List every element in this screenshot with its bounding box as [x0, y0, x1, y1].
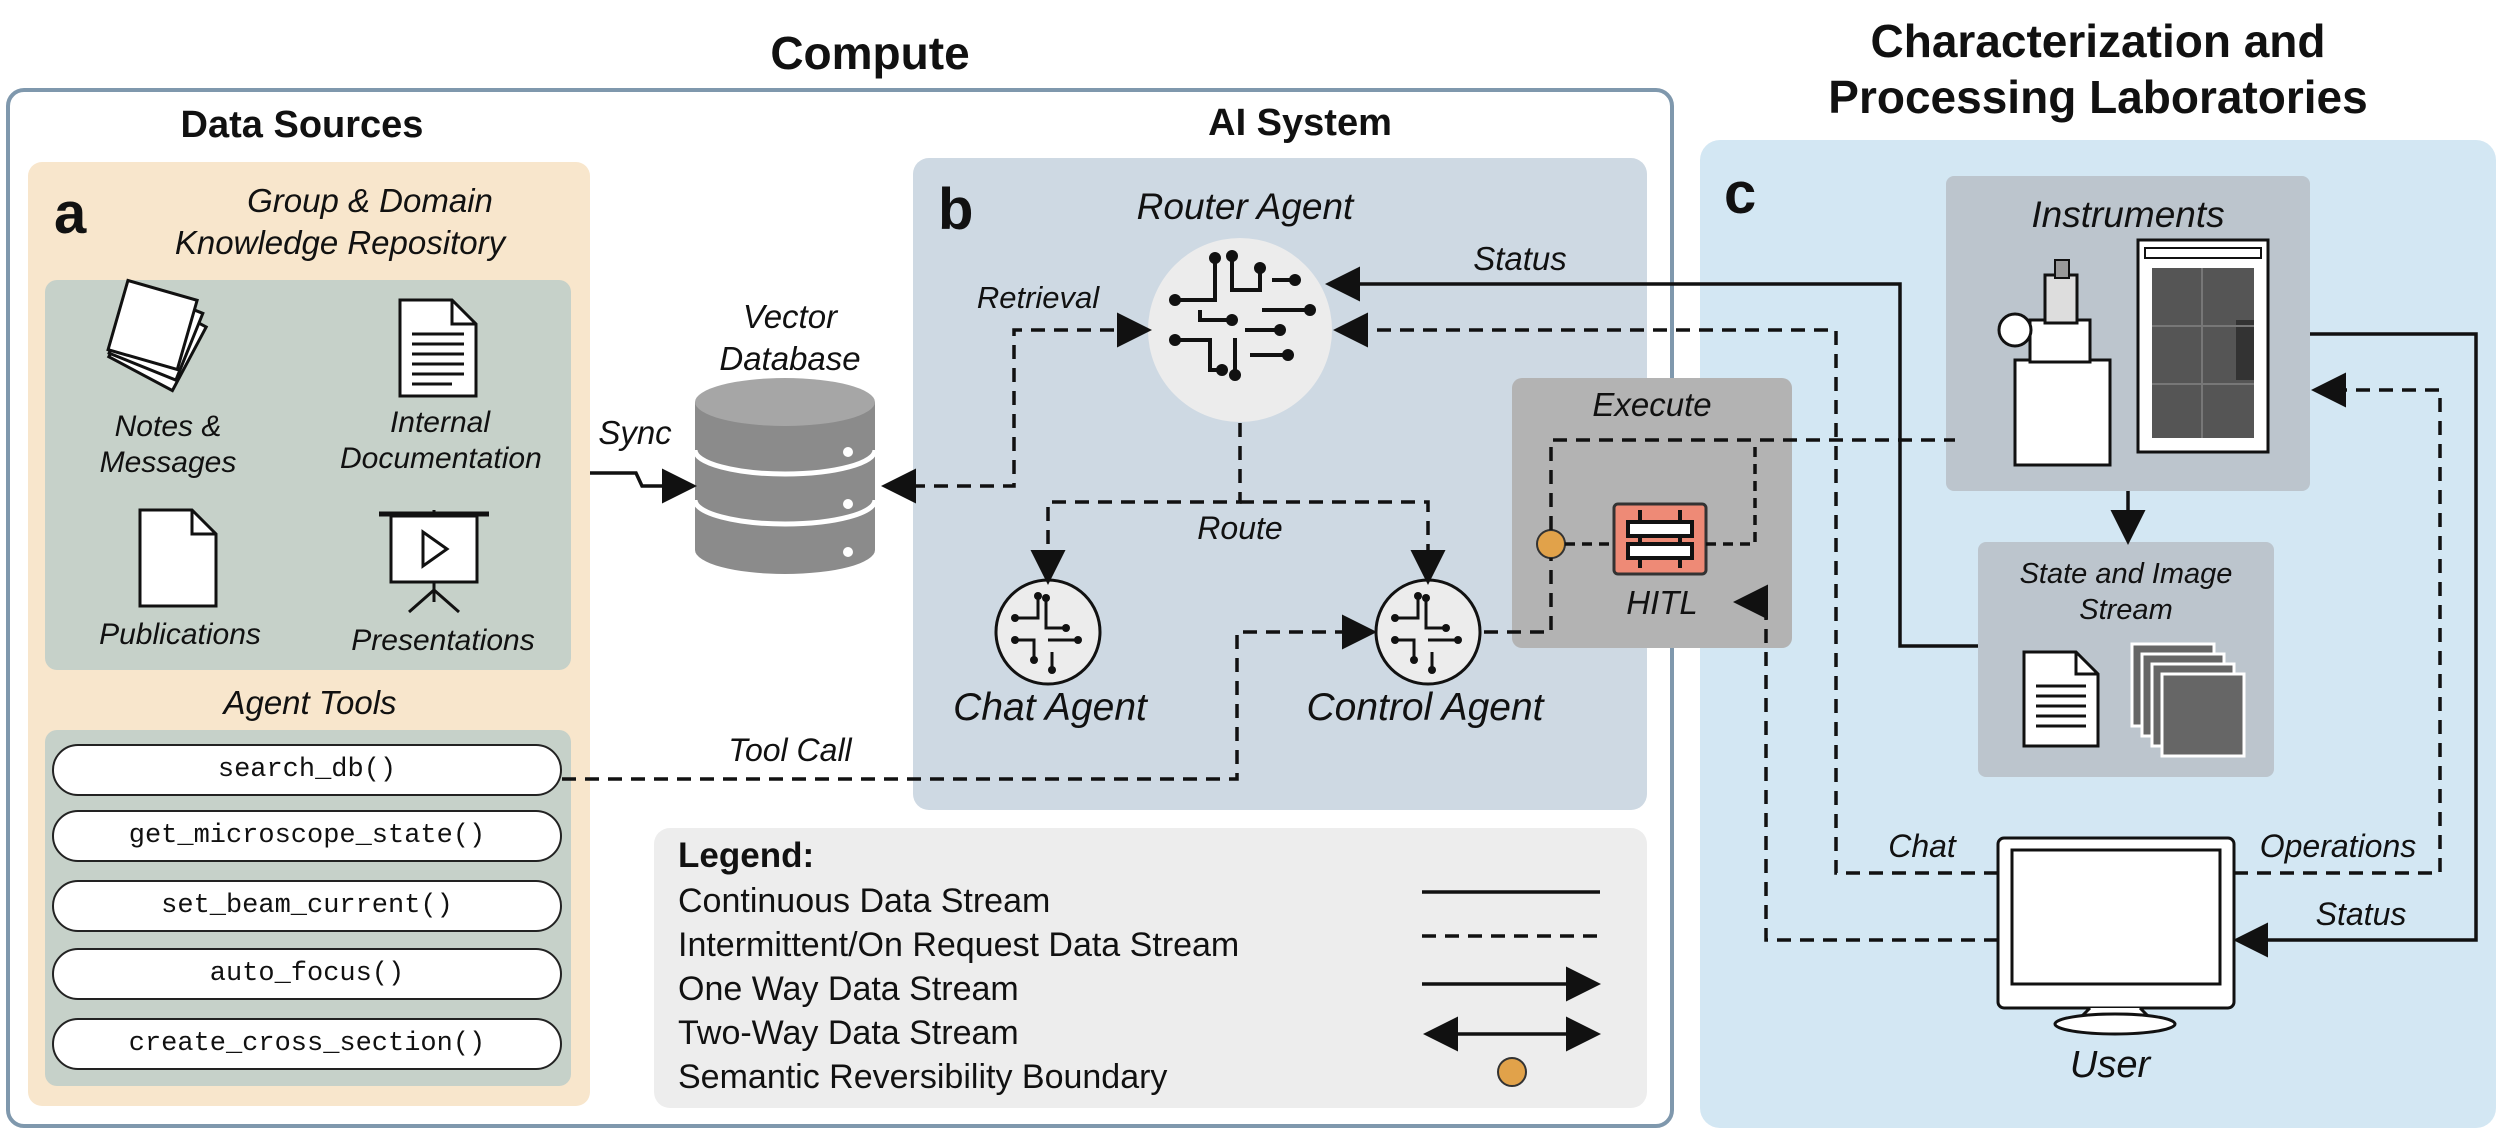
labs-title-line1: Characterization and [1870, 15, 2326, 67]
chat-agent-icon [994, 578, 1102, 686]
legend-one-way: One Way Data Stream [678, 970, 1019, 1008]
vector-database-icon [692, 378, 878, 574]
file-icon [138, 508, 218, 608]
tool-call-label: Tool Call [728, 732, 852, 768]
status-top-connector [1325, 266, 1978, 648]
panel-letter-c: c [1724, 161, 1757, 226]
retrieval-label: Retrieval [976, 280, 1100, 315]
notes-stack-icon [106, 278, 209, 393]
chat-agent-label: Chat Agent [953, 686, 1147, 729]
hitl-user-connector [1733, 584, 1998, 942]
internal-doc-label-line1: Internal [389, 406, 491, 439]
route-connector [1030, 423, 1242, 585]
chat-label: Chat [1888, 828, 1956, 864]
repository-title-line2: Knowledge Repository [174, 224, 506, 261]
tool-create-cross-section: create_cross_section() [52, 1018, 562, 1070]
presentations-label: Presentations [351, 624, 535, 657]
document-icon [398, 298, 478, 398]
state-stream-label-line1: State and Image [2019, 558, 2233, 590]
tool-auto-focus: auto_focus() [52, 948, 562, 1000]
labs-title-line2: Processing Laboratories [1828, 71, 2368, 123]
router-agent-icon [1148, 238, 1332, 422]
panel-letter-b: b [938, 177, 974, 242]
legend-two-way: Two-Way Data Stream [678, 1014, 1019, 1052]
panel-letter-a: a [54, 181, 87, 246]
state-stream-label-line2: Stream [2079, 594, 2173, 626]
notes-label-line1: Notes & [114, 410, 222, 443]
legend-sample-boundary [1497, 1057, 1527, 1087]
sync-label: Sync [598, 414, 672, 451]
operations-connector [2234, 372, 2442, 875]
repository-title-line1: Group & Domain [247, 182, 493, 219]
vector-db-label-line1: Vector [742, 298, 838, 335]
tool-search-db: search_db() [52, 744, 562, 796]
retrieval-connector [881, 312, 1152, 504]
microscope-icon [1997, 259, 2112, 467]
legend-boundary: Semantic Reversibility Boundary [678, 1058, 1168, 1096]
route-label: Route [1197, 510, 1283, 546]
hitl-barrier-icon [1612, 502, 1708, 576]
user-label: User [2069, 1044, 2151, 1086]
status-bottom-connector [2233, 332, 2478, 958]
status-bottom-label: Status [2315, 896, 2407, 932]
tool-call-connector [562, 614, 1377, 781]
operations-label: Operations [2259, 828, 2417, 864]
state-document-icon [2022, 650, 2100, 748]
legend-panel [654, 828, 1647, 1108]
presentation-icon [379, 510, 489, 614]
boundary-dot [1536, 529, 1566, 559]
ai-system-title: AI System [1208, 102, 1392, 144]
control-agent-icon [1374, 578, 1482, 686]
status-top-label: Status [1473, 240, 1567, 277]
chat-connector [1333, 312, 1998, 875]
router-agent-label: Router Agent [1136, 186, 1354, 227]
cabinet-instrument-icon [2136, 238, 2270, 454]
notes-label-line2: Messages [99, 446, 237, 479]
hitl-label: HITL [1626, 584, 1698, 621]
internal-doc-label-line2: Documentation [340, 442, 542, 475]
control-execute-connector [1484, 558, 1553, 634]
compute-title: Compute [770, 27, 970, 79]
publications-label: Publications [99, 618, 261, 651]
tool-set-beam-current: set_beam_current() [52, 880, 562, 932]
legend-title: Legend: [678, 836, 815, 875]
sync-connector [590, 468, 697, 504]
vector-db-label-line2: Database [719, 340, 861, 377]
image-stack-icon [2130, 642, 2246, 758]
data-sources-title: Data Sources [180, 104, 424, 146]
legend-intermittent: Intermittent/On Request Data Stream [678, 926, 1240, 964]
agent-tools-title: Agent Tools [223, 684, 397, 721]
legend-continuous: Continuous Data Stream [678, 882, 1051, 920]
control-agent-label: Control Agent [1306, 686, 1544, 729]
tool-get-microscope-state: get_microscope_state() [52, 810, 562, 862]
user-monitor-icon [1996, 836, 2236, 1036]
execute-label: Execute [1592, 386, 1712, 423]
instruments-label: Instruments [2031, 194, 2225, 235]
